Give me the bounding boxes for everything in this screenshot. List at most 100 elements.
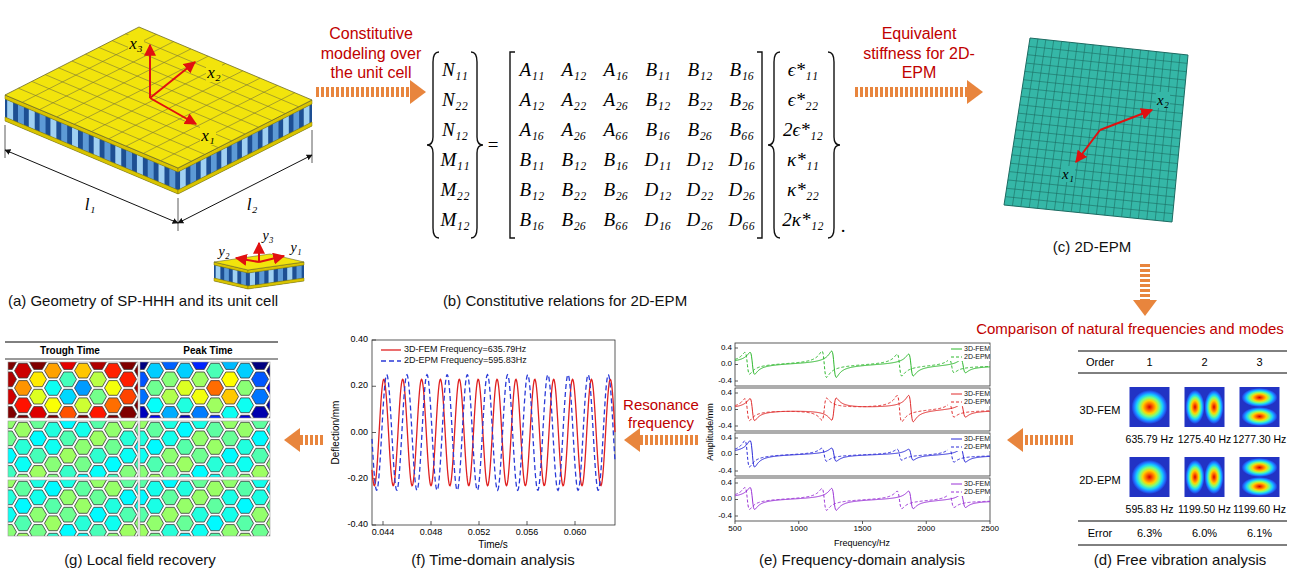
honeycomb-cell	[105, 481, 122, 496]
honeycomb-cell	[60, 431, 77, 446]
honeycomb-cell	[147, 415, 164, 418]
honeycomb-cell	[192, 448, 209, 463]
stiffness-entry: A₂₆	[562, 120, 587, 141]
honeycomb-wall	[190, 163, 196, 184]
honeycomb-cell	[8, 372, 17, 387]
honeycomb-cell	[222, 431, 239, 446]
mode-lobe	[1242, 407, 1278, 426]
mode-lobe	[1132, 460, 1168, 494]
honeycomb-cell	[147, 481, 164, 496]
honeycomb-cell	[30, 480, 47, 487]
honeycomb-cell	[267, 381, 271, 396]
honeycomb-wall	[241, 271, 246, 285]
honeycomb-wall	[61, 123, 67, 144]
field-frame	[140, 480, 270, 536]
honeycomb-wall	[72, 127, 78, 148]
stiffness-entry: B₂₆	[604, 180, 629, 201]
honeycomb-cell	[192, 480, 209, 487]
resultant-entry: N₁₂	[442, 120, 468, 141]
table-rule	[1078, 351, 1287, 352]
stiffness-entry: B₁₁	[520, 150, 545, 171]
honeycomb-cell	[177, 533, 194, 536]
honeycomb-cell	[8, 389, 17, 404]
resultant-entry: N₂₂	[442, 90, 468, 111]
time-chart	[372, 340, 615, 525]
honeycomb-cell	[8, 407, 17, 418]
dimension-label: l₂	[247, 196, 258, 215]
resultant-entry: M₂₂	[440, 180, 469, 201]
honeycomb-wall	[169, 168, 175, 189]
honeycomb-cell	[8, 448, 17, 463]
honeycomb-cell	[192, 466, 209, 477]
honeycomb-cell	[135, 474, 139, 477]
stiffness-entry: D₆₆	[729, 210, 756, 231]
axis-label: x₂	[206, 64, 221, 83]
dimension-line	[178, 155, 312, 223]
honeycomb-cell	[45, 516, 62, 531]
honeycomb-cell	[105, 381, 122, 396]
axis-arrow	[150, 98, 196, 124]
honeycomb-wall	[50, 118, 56, 139]
honeycomb-cell	[45, 440, 62, 455]
honeycomb-cell	[237, 363, 254, 378]
legend-sample	[951, 402, 962, 403]
flow-arrow	[316, 80, 426, 104]
arrow-shaft	[640, 435, 698, 445]
honeycomb-cell	[162, 431, 179, 446]
honeycomb-cell	[120, 507, 137, 522]
stiffness-entry: B₂₆	[562, 210, 587, 231]
mode-lobe	[1205, 460, 1224, 494]
tick-mark	[575, 521, 576, 525]
honeycomb-cell	[30, 448, 47, 463]
axis-title: Deflection/mm	[331, 400, 342, 464]
flow-arrow	[624, 428, 698, 452]
period: .	[841, 216, 846, 237]
honeycomb-cell	[177, 363, 194, 378]
tick-label: 500	[728, 525, 741, 534]
extension-line	[5, 125, 6, 158]
honeycomb-cell	[252, 372, 269, 387]
honeycomb-cell	[15, 516, 32, 531]
grid-line	[161, 93, 295, 161]
arrow-head	[967, 80, 983, 104]
mesh-line	[1005, 197, 1173, 214]
legend-label: 3D-FEM	[964, 435, 990, 443]
honeycomb-cell	[105, 516, 122, 531]
grid-line	[109, 71, 243, 139]
honeycomb-cell	[162, 372, 179, 387]
stiffness-entry: D₁₁	[645, 150, 672, 171]
honeycomb-cell	[8, 421, 17, 428]
flow-arrow	[855, 80, 983, 104]
figure-panel: (g) Local field recovery	[0, 335, 282, 572]
honeycomb-cell	[120, 421, 137, 428]
face-sheet	[214, 278, 248, 289]
legend-label: 3D-FEM Frequency=635.79Hz	[404, 345, 526, 355]
tick-label: -0.4	[718, 512, 732, 521]
honeycomb-cell	[120, 389, 137, 404]
honeycomb-wall	[221, 147, 227, 168]
honeycomb-cell	[30, 490, 47, 505]
honeycomb-cell	[30, 421, 47, 428]
tick-mark	[372, 432, 376, 433]
honeycomb-cell	[15, 499, 32, 514]
tick-label: 0.0	[721, 495, 732, 504]
honeycomb-cell	[252, 525, 269, 536]
honeycomb-wall	[252, 131, 258, 152]
brace	[828, 52, 840, 238]
table-cell: 2D-EPM	[1079, 474, 1121, 486]
honeycomb-cell	[222, 407, 239, 418]
mode-lobe	[1132, 390, 1168, 424]
legend-sample	[951, 357, 962, 358]
deflection-curve	[372, 375, 615, 491]
grid-line	[126, 34, 299, 107]
honeycomb-wall	[278, 268, 283, 282]
honeycomb-cell	[140, 480, 149, 487]
honeycomb-cell	[177, 499, 194, 514]
arrow-head	[624, 428, 640, 452]
tick-label: 0.060	[564, 528, 587, 538]
honeycomb-cell	[267, 440, 271, 455]
honeycomb-wall	[126, 150, 132, 171]
tick-mark	[431, 521, 432, 525]
equals-sign: =	[488, 135, 499, 156]
extension-line	[312, 130, 313, 163]
